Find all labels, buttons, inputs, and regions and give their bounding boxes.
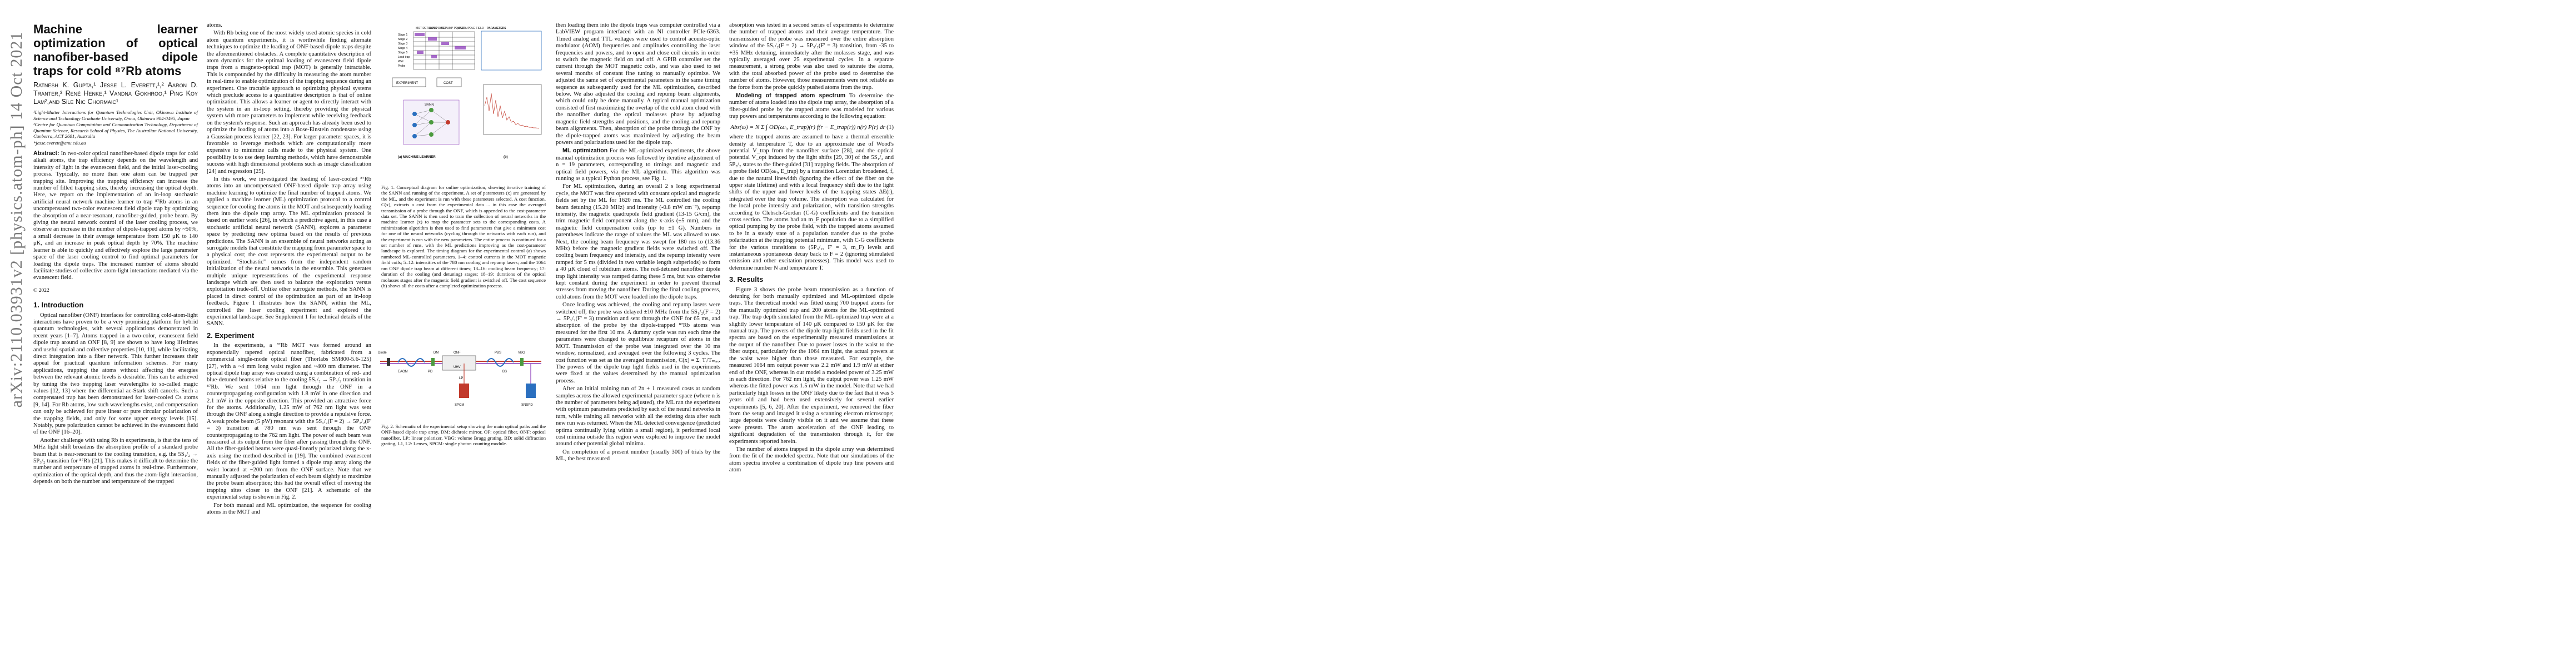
paragraph: After an initial training run of 2n + 1 … xyxy=(556,386,720,447)
paragraph: then loading them into the dipole traps … xyxy=(556,22,720,146)
fig2-label: EAOM xyxy=(398,370,408,374)
abstract-text: In two-color optical nanofiber-based dip… xyxy=(33,151,198,281)
paragraph: Once loading was achieved, the cooling a… xyxy=(556,302,720,384)
column-1: Machine learner optimization of optical … xyxy=(33,22,198,487)
fig2-label: VBG xyxy=(518,351,525,355)
fig1-top-label: PARAMETERS xyxy=(487,27,506,30)
figure-2-caption: Fig. 2. Schematic of the experimental se… xyxy=(381,424,546,447)
paragraph: Modeling of trapped atom spectrum To det… xyxy=(729,92,894,121)
neural-network-links xyxy=(414,109,449,137)
equation-1: Abs(ω) = N Σ ∫ OD(ωₗᵢ, E_trap)(r) f(r − … xyxy=(729,124,894,131)
fig2-label: SPCM xyxy=(455,404,464,407)
contact-email[interactable]: *jesse.everett@anu.edu.au xyxy=(33,140,86,146)
experiment-box xyxy=(392,77,426,87)
fiber-coils xyxy=(397,358,514,367)
fig1-top-label: REPUMP POWER xyxy=(441,27,465,30)
optical-components xyxy=(387,358,536,398)
equation-number: (1) xyxy=(886,123,894,131)
arxiv-stamp: arXiv:2110.03931v2 [physics.atom-ph] 14 … xyxy=(7,31,26,408)
fig1-row-label: Wait xyxy=(398,60,403,63)
paragraph: where the trapped atoms are assumed to h… xyxy=(729,134,894,271)
figure-1-diagram: MOT DETUNING MOT POWER REPUMP POWER QUAD… xyxy=(392,27,542,159)
cost-trace xyxy=(484,93,540,129)
fig2-label: PBS xyxy=(495,351,501,355)
paragraph: With Rb being one of the most widely use… xyxy=(207,30,371,175)
authors: Ratnesh K. Gupta,¹ Jesse L. Everett,¹,² … xyxy=(33,81,198,106)
fig2-label: BS xyxy=(502,370,507,374)
fig1-row-label: Probe xyxy=(398,64,406,68)
paragraph: absorption was tested in a second series… xyxy=(729,22,894,91)
paragraph: Figure 3 shows the probe beam transmissi… xyxy=(729,286,894,445)
fig1-label-cost: COST xyxy=(444,82,453,85)
fig1-row-label: Stage 5 xyxy=(398,51,407,54)
affiliation-1: ¹Light-Matter Interactions for Quantum T… xyxy=(33,109,198,121)
paragraph: Another challenge with using Rb in exper… xyxy=(33,437,198,485)
fig1-panel-b: (b) xyxy=(504,156,508,159)
figure-1: MOT DETUNING MOT POWER REPUMP POWER QUAD… xyxy=(381,22,546,288)
column-2: atoms. With Rb being one of the most wid… xyxy=(207,22,371,517)
ml-optimization-heading: ML optimization xyxy=(562,147,608,155)
section-1-title: 1. Introduction xyxy=(33,301,84,310)
section-3-title: 3. Results xyxy=(729,275,764,284)
fig1-row-label: Stage 1 xyxy=(398,33,407,37)
fig1-row-label: Load trap xyxy=(398,56,410,59)
fig1-row-label: Stage 4 xyxy=(398,47,407,50)
figure-2: Diode ONF SPCM PD SNSPD LP VBG PBS DM UH… xyxy=(376,339,546,446)
paragraph: On completion of a present number (usual… xyxy=(556,449,720,462)
paragraph: In this work, we investigated the loadin… xyxy=(207,176,371,327)
paragraph: ML optimization For the ML-optimized exp… xyxy=(556,147,720,182)
figure-1-caption: Fig. 1. Conceptual diagram for online op… xyxy=(381,185,546,288)
cost-box xyxy=(436,77,462,87)
fig2-label: UHV xyxy=(454,366,461,369)
fig2-label: LP xyxy=(459,377,463,380)
fig2-label: Diode xyxy=(378,351,387,355)
abstract-label: Abstract: xyxy=(33,150,59,157)
cost-plot xyxy=(483,84,542,135)
affiliation-2: ²Centre for Quantum Computation and Comm… xyxy=(33,122,198,139)
copyright: © 2022 xyxy=(33,287,49,293)
paragraph: Optical nanofiber (ONF) interfaces for c… xyxy=(33,312,198,436)
paragraph: The number of atoms trapped in the dipol… xyxy=(729,446,894,474)
paragraph: For ML optimization, during an overall 2… xyxy=(556,183,720,300)
fig1-row-label: Stage 2 xyxy=(398,38,407,41)
fig1-row-label: Stage 3 xyxy=(398,42,407,46)
neural-network-nodes xyxy=(412,108,450,138)
abstract: Abstract: In two-color optical nanofiber… xyxy=(33,150,198,282)
timing-grid xyxy=(413,31,475,70)
section-2-title: 2. Experiment xyxy=(207,331,255,340)
parameters-box xyxy=(481,31,542,71)
fig1-top-label: QUADRUPOLE FIELD xyxy=(456,27,484,30)
fig1-label-experiment: EXPERIMENT xyxy=(396,82,418,85)
modeling-heading: Modeling of trapped atom spectrum xyxy=(736,92,846,99)
fig2-label: SNSPD xyxy=(521,404,533,407)
equation-text: Abs(ω) = N Σ ∫ OD(ωₗᵢ, E_trap)(r) f(r − … xyxy=(730,123,885,131)
fig2-label: DM xyxy=(434,351,439,355)
fig2-label: ONF xyxy=(454,351,461,355)
uhv-chamber xyxy=(442,355,476,371)
column-3: then loading them into the dipole traps … xyxy=(556,22,720,464)
column-4: absorption was tested in a second series… xyxy=(729,22,894,475)
paragraph-text: For the ML-optimized experiments, the ab… xyxy=(556,148,721,182)
fig1-top-label: MOT POWER xyxy=(429,27,447,30)
paragraph-text: To determine the number of atoms loaded … xyxy=(729,93,894,120)
fig2-label: PD xyxy=(428,370,433,374)
figure-2-diagram: Diode ONF SPCM PD SNSPD LP VBG PBS DM UH… xyxy=(378,351,541,407)
paragraph: For both manual and ML optimization, the… xyxy=(207,502,371,516)
paper-title: Machine learner optimization of optical … xyxy=(33,22,198,78)
fig1-label-sann: SANN xyxy=(425,103,434,107)
fig1-panel-a: (a) MACHINE LEARNER xyxy=(398,156,436,159)
paragraph: atoms. xyxy=(207,22,222,28)
timing-blocks xyxy=(415,33,466,58)
fig1-top-label: MOT DETUNING xyxy=(416,27,437,30)
paragraph: In the experiments, a ⁸⁷Rb MOT was forme… xyxy=(207,342,371,501)
